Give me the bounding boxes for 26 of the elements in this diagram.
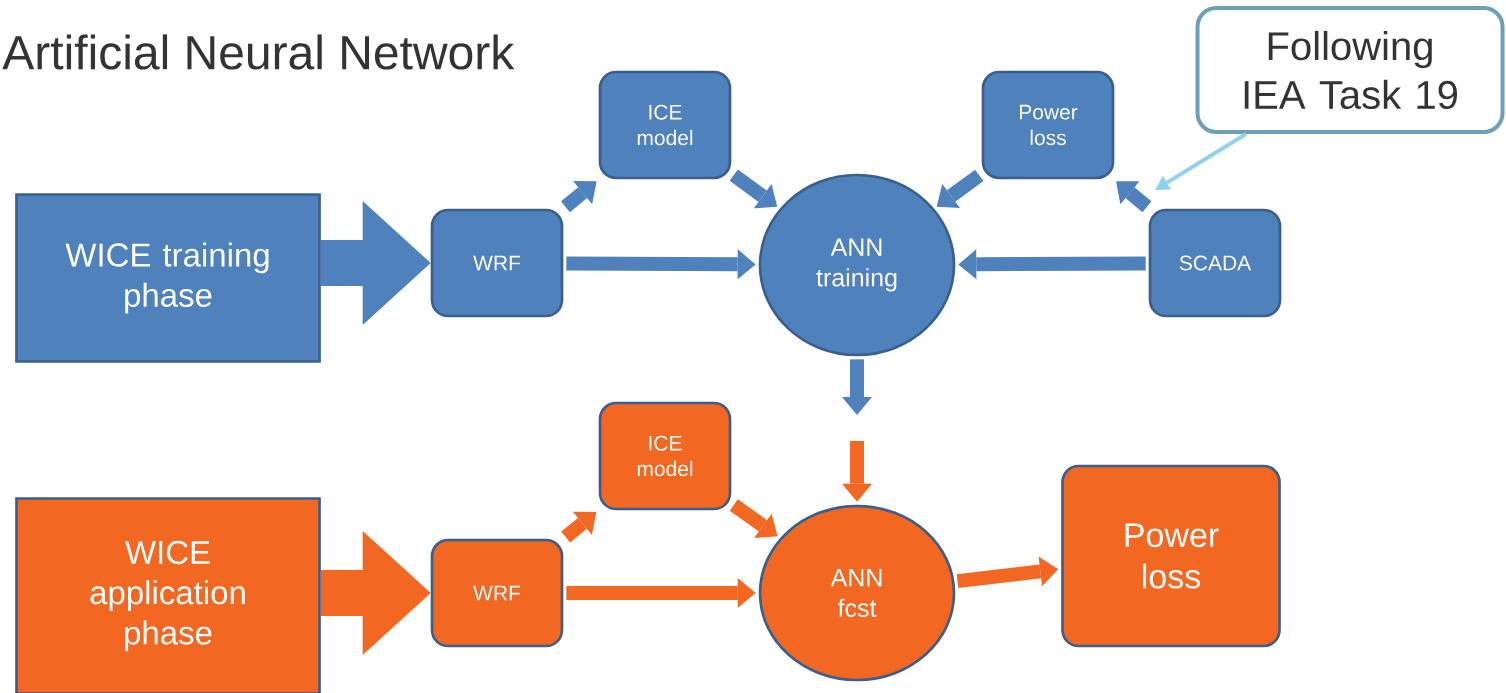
block-arrow [842,359,872,415]
arrow-callout-box: WICE training phase [15,193,321,363]
block-arrow [729,499,778,539]
leader-line [1155,132,1248,190]
block-arrow [561,181,597,213]
block-arrow [936,169,984,209]
block-arrow [566,578,756,608]
block-arrow [320,201,431,325]
callout-box: Following IEA Task 19 [1195,6,1505,134]
block-arrow [561,511,597,543]
block-arrow [842,441,872,502]
process-box: ICE model [598,70,732,180]
process-box: Power loss [981,70,1115,180]
block-arrow [956,556,1059,589]
process-box: ICE model [598,401,732,511]
block-arrow [729,169,778,209]
block-arrow [566,249,756,280]
block-arrow [958,249,1146,280]
title: Artificial Neural Network [2,34,515,70]
process-box: Power loss [1061,464,1281,648]
arrow-callout-box: WICE application phase [15,497,321,693]
block-arrow [320,531,431,655]
process-box: WRF [430,538,564,648]
process-box: WRF [430,208,564,318]
process-box: SCADA [1148,208,1282,318]
block-arrow [1116,181,1152,213]
